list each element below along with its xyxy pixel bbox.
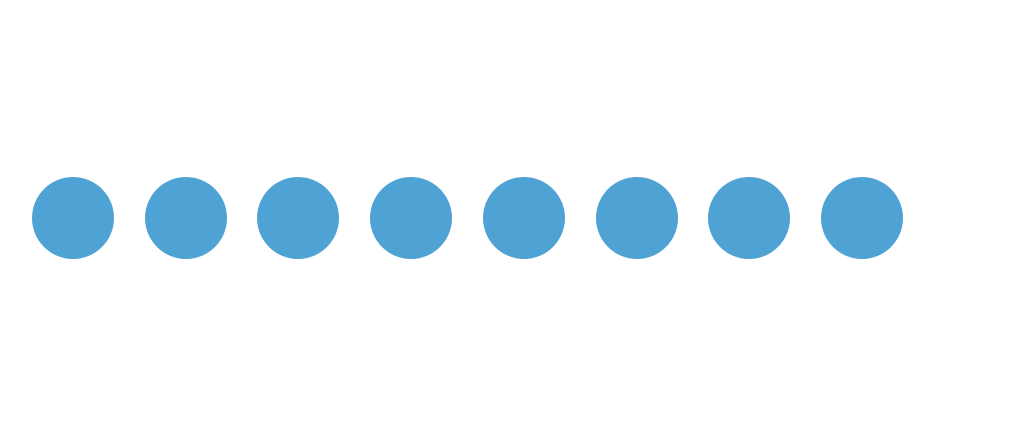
dot-2 (145, 177, 227, 259)
dot-7 (708, 177, 790, 259)
dot-3 (257, 177, 339, 259)
dot-1 (32, 177, 114, 259)
dot-8 (821, 177, 903, 259)
dot-6 (596, 177, 678, 259)
dot-5 (483, 177, 565, 259)
dot-4 (370, 177, 452, 259)
